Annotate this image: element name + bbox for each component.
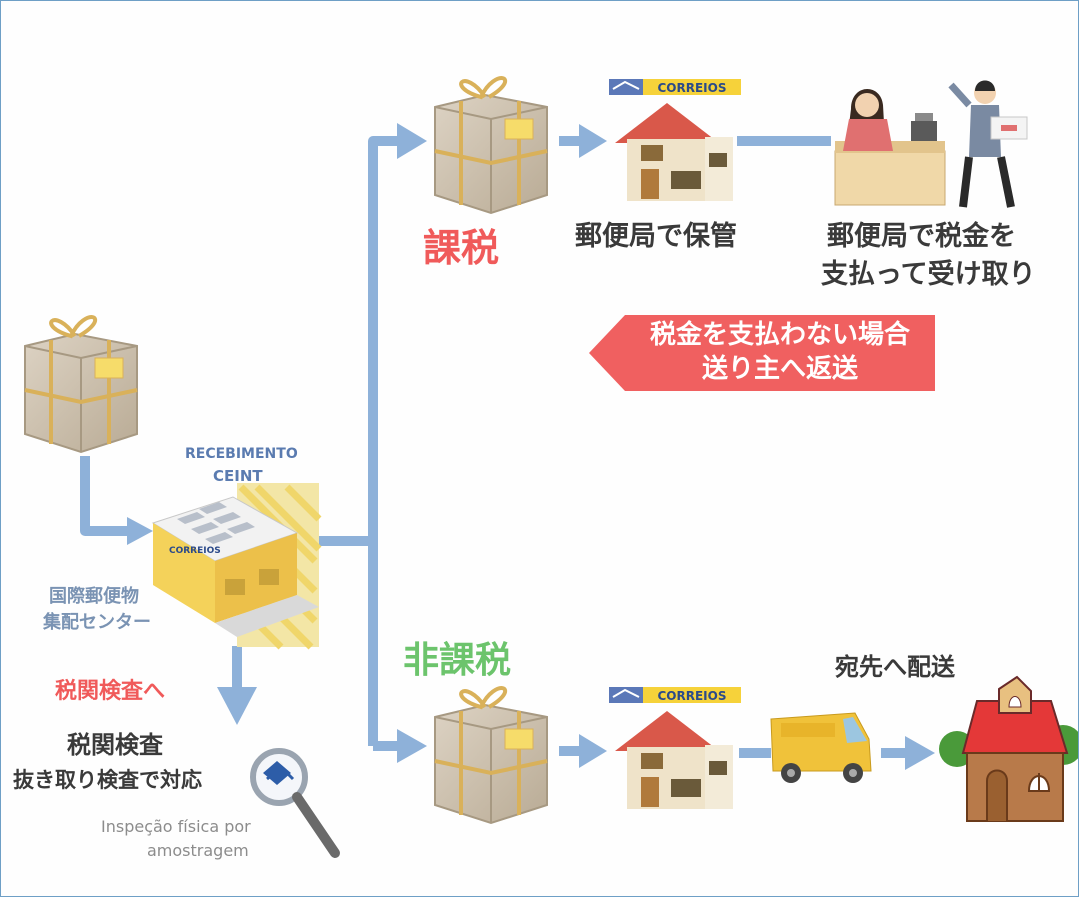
post-office-icon (608, 686, 742, 810)
customs-subtitle: 抜き取り検査で対応 (13, 768, 202, 792)
center-label-line1: 国際郵便物 (49, 586, 139, 607)
banner-line1: 税金を支払わない場合 (649, 320, 910, 350)
pickup-label-line1: 郵便局で税金を (827, 221, 1016, 252)
center-sign: CORREIOS (169, 546, 221, 556)
nontaxed-arrowhead (397, 729, 427, 763)
sorting-center-icon: CORREIOS (151, 483, 322, 650)
nontaxed-post-arrowhead (579, 734, 607, 768)
post-office-icon (608, 78, 742, 202)
customs-note-line1: Inspeção física por (101, 817, 251, 836)
house-icon (939, 675, 1078, 822)
customs-note-line2: amostragem (147, 841, 249, 860)
magnifier-icon (250, 748, 340, 858)
taxed-arrowhead (397, 123, 427, 159)
house-arrowhead (905, 736, 935, 770)
parcel-icon (23, 315, 139, 454)
intake-arrow-line (80, 456, 129, 536)
banner-line2: 送り主へ返送 (701, 354, 858, 384)
customs-arrowhead (217, 687, 257, 725)
parcel-icon (433, 686, 549, 825)
customs-title: 税関検査 (67, 731, 163, 759)
taxed-post-arrowhead (579, 124, 607, 158)
delivery-van-icon (770, 712, 872, 783)
center-title-line2: CEINT (213, 467, 263, 485)
post-office-storage-label: 郵便局で保管 (575, 221, 737, 252)
intake-arrowhead (127, 517, 153, 545)
customs-arrow-label: 税関検査へ (55, 679, 166, 704)
post-counter-icon (834, 80, 1028, 208)
taxed-label: 課税 (423, 226, 500, 270)
center-label-line2: 集配センター (43, 612, 151, 633)
return-banner (589, 315, 935, 391)
pickup-label-line2: 支払って受け取り (821, 259, 1036, 290)
center-title-line1: RECEBIMENTO (185, 446, 298, 462)
nontaxed-label: 非課税 (403, 640, 512, 681)
parcel-icon (433, 76, 549, 215)
taxed-branch-line (368, 136, 399, 746)
destination-label: 宛先へ配送 (835, 653, 955, 681)
